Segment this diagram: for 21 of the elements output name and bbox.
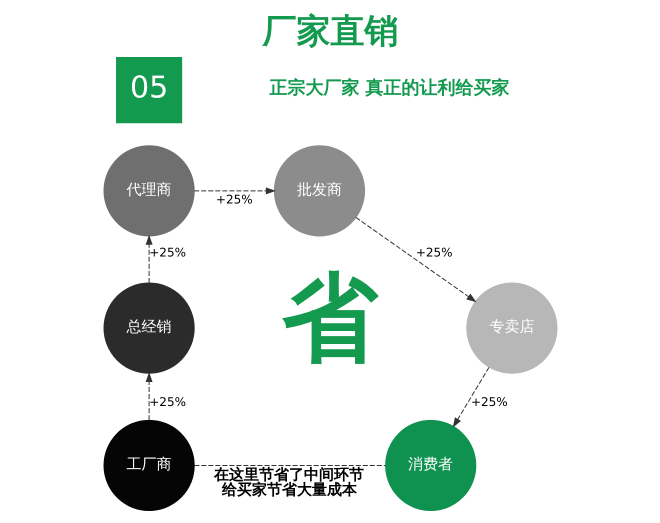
edge-label: +25% bbox=[470, 394, 508, 409]
label: 正宗大厂家 真正的让利给买家 bbox=[268, 78, 510, 99]
arrow bbox=[193, 187, 276, 194]
node-circle: 消费者 bbox=[384, 420, 476, 512]
node-circle: 批发商 bbox=[273, 145, 365, 236]
edge-label: +25% bbox=[148, 246, 186, 260]
connector bbox=[193, 464, 386, 466]
node-circle: 总经销 bbox=[103, 282, 194, 374]
edge-label: +25% bbox=[215, 192, 252, 206]
node-box: 05 bbox=[116, 57, 182, 124]
diagram-title: 厂家直销 bbox=[262, 12, 398, 52]
edge-label: +25% bbox=[148, 394, 186, 409]
arrow bbox=[452, 366, 489, 428]
label: 省 bbox=[281, 262, 378, 374]
arrow bbox=[354, 217, 476, 302]
edge-label: 在这里节省了中间环节给买家节省大量成本 bbox=[214, 465, 364, 499]
arrow bbox=[145, 372, 152, 421]
node-circle: 代理商 bbox=[103, 145, 194, 236]
node-circle: 工厂商 bbox=[103, 420, 194, 512]
edge-label: +25% bbox=[415, 246, 452, 260]
arrow bbox=[145, 234, 152, 284]
